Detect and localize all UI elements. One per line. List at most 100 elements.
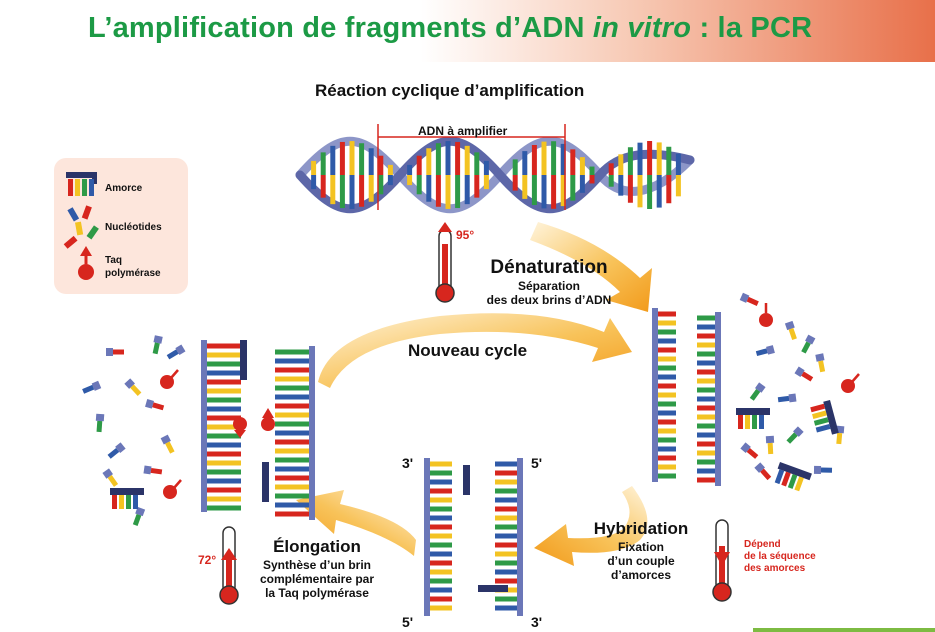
strand-base	[495, 506, 517, 512]
strand-end-top-left: 3'	[402, 455, 414, 471]
strand-backbone	[517, 458, 523, 616]
nucleotide-icon	[145, 399, 165, 411]
strand-base	[275, 376, 309, 382]
strand-backbone	[652, 308, 658, 482]
strand-base	[697, 459, 715, 465]
nucleotide-sugar	[153, 335, 163, 344]
strand-base	[207, 451, 241, 457]
nucleotide-icon	[794, 366, 814, 382]
denaturation-line-2: des deux brins d’ADN	[486, 293, 612, 307]
strand-base	[697, 477, 715, 483]
strand-base	[495, 470, 517, 476]
nucleotide-base	[130, 384, 142, 396]
strand-base	[658, 455, 676, 461]
nucleotide-sugar	[755, 382, 766, 393]
strand-base	[275, 430, 309, 436]
strand-base	[275, 484, 309, 490]
nucleotide-icon	[143, 465, 163, 475]
page-title: L’amplification de fragments d’ADN in vi…	[88, 12, 812, 45]
nucleotide-sugar	[160, 434, 171, 445]
legend-taq-label-2: polymérase	[105, 268, 161, 279]
nucleotide-base	[801, 341, 811, 354]
strand-base	[658, 356, 676, 362]
strand-base	[495, 542, 517, 548]
strand-base	[697, 360, 715, 366]
nucleotide-base	[818, 360, 826, 373]
nucleotide-icon	[160, 434, 175, 454]
strand-base	[207, 361, 241, 367]
title-end: : la PCR	[691, 12, 813, 44]
strand-base	[697, 369, 715, 375]
temp-72-label: 72°	[198, 553, 217, 567]
nucleotide-base	[82, 384, 95, 394]
strand-base	[275, 457, 309, 463]
strand-base	[658, 383, 676, 389]
arrow-denaturation	[530, 222, 652, 312]
nucleotide-icon	[801, 334, 816, 354]
nucleotide-base	[107, 475, 119, 487]
nucleotide-base	[746, 448, 759, 459]
title-band	[0, 0, 935, 62]
strand-base	[495, 497, 517, 503]
temp-95-label: 95°	[456, 228, 475, 242]
strand-base	[207, 424, 241, 430]
strand-base	[207, 343, 241, 349]
strand-base	[658, 464, 676, 470]
diagram-subtitle: Réaction cyclique d’amplification	[315, 81, 585, 100]
nucleotide-icon	[132, 506, 146, 527]
nucleotide-base	[777, 395, 790, 403]
strand-base	[658, 329, 676, 335]
nucleotide-icon	[739, 292, 759, 306]
legend-amorce-label: Amorce	[105, 183, 143, 194]
thermometer-95-icon	[435, 222, 455, 303]
strand-base	[430, 542, 452, 548]
hybridation-line-1: Fixation	[617, 540, 664, 554]
hybridation-temp-line-1: Dépend	[744, 539, 781, 550]
nucleotide-base	[132, 513, 142, 527]
nucleotide-icon	[786, 426, 804, 444]
strand-base	[275, 466, 309, 472]
strand-base	[658, 392, 676, 398]
strand-base	[207, 352, 241, 358]
strand-base	[495, 605, 517, 611]
strand-base	[658, 365, 676, 371]
strand-base	[430, 479, 452, 485]
strand-base	[495, 524, 517, 530]
nucleotide-sugar	[143, 465, 152, 475]
nucleotide-sugar	[739, 292, 750, 303]
strand-base	[495, 533, 517, 539]
strand-end-top-right: 5'	[531, 455, 543, 471]
nucleotide-base	[820, 467, 833, 473]
strand-base	[697, 351, 715, 357]
strand-base	[430, 596, 452, 602]
strand-base	[495, 596, 517, 602]
strand-base	[275, 412, 309, 418]
nucleotide-icon	[784, 320, 797, 341]
thermometer-72-icon	[219, 526, 239, 605]
nucleotide-icon	[740, 442, 759, 459]
strand-base	[495, 461, 517, 467]
denaturation-title: Dénaturation	[490, 257, 608, 278]
strand-base	[430, 506, 452, 512]
dna-to-amplify-label: ADN à amplifier	[418, 124, 508, 138]
strand-base	[275, 475, 309, 481]
strand-base	[275, 385, 309, 391]
strand-base	[658, 347, 676, 353]
free-nucleotides	[82, 292, 845, 527]
strand-base	[697, 414, 715, 420]
strand-base	[658, 428, 676, 434]
nucleotide-sugar	[788, 393, 797, 403]
strand-base	[697, 432, 715, 438]
strand-base	[697, 441, 715, 447]
strand-base	[275, 448, 309, 454]
strand-base	[430, 587, 452, 593]
strand-base	[207, 469, 241, 475]
footer-accent-line	[753, 628, 935, 632]
helix-backbone-2	[295, 136, 695, 214]
nucleotide-icon	[777, 393, 797, 403]
nucleotide-base	[746, 296, 759, 306]
nucleotide-sugar	[124, 378, 135, 389]
nucleotide-icon	[749, 382, 766, 401]
strand-base	[430, 497, 452, 503]
